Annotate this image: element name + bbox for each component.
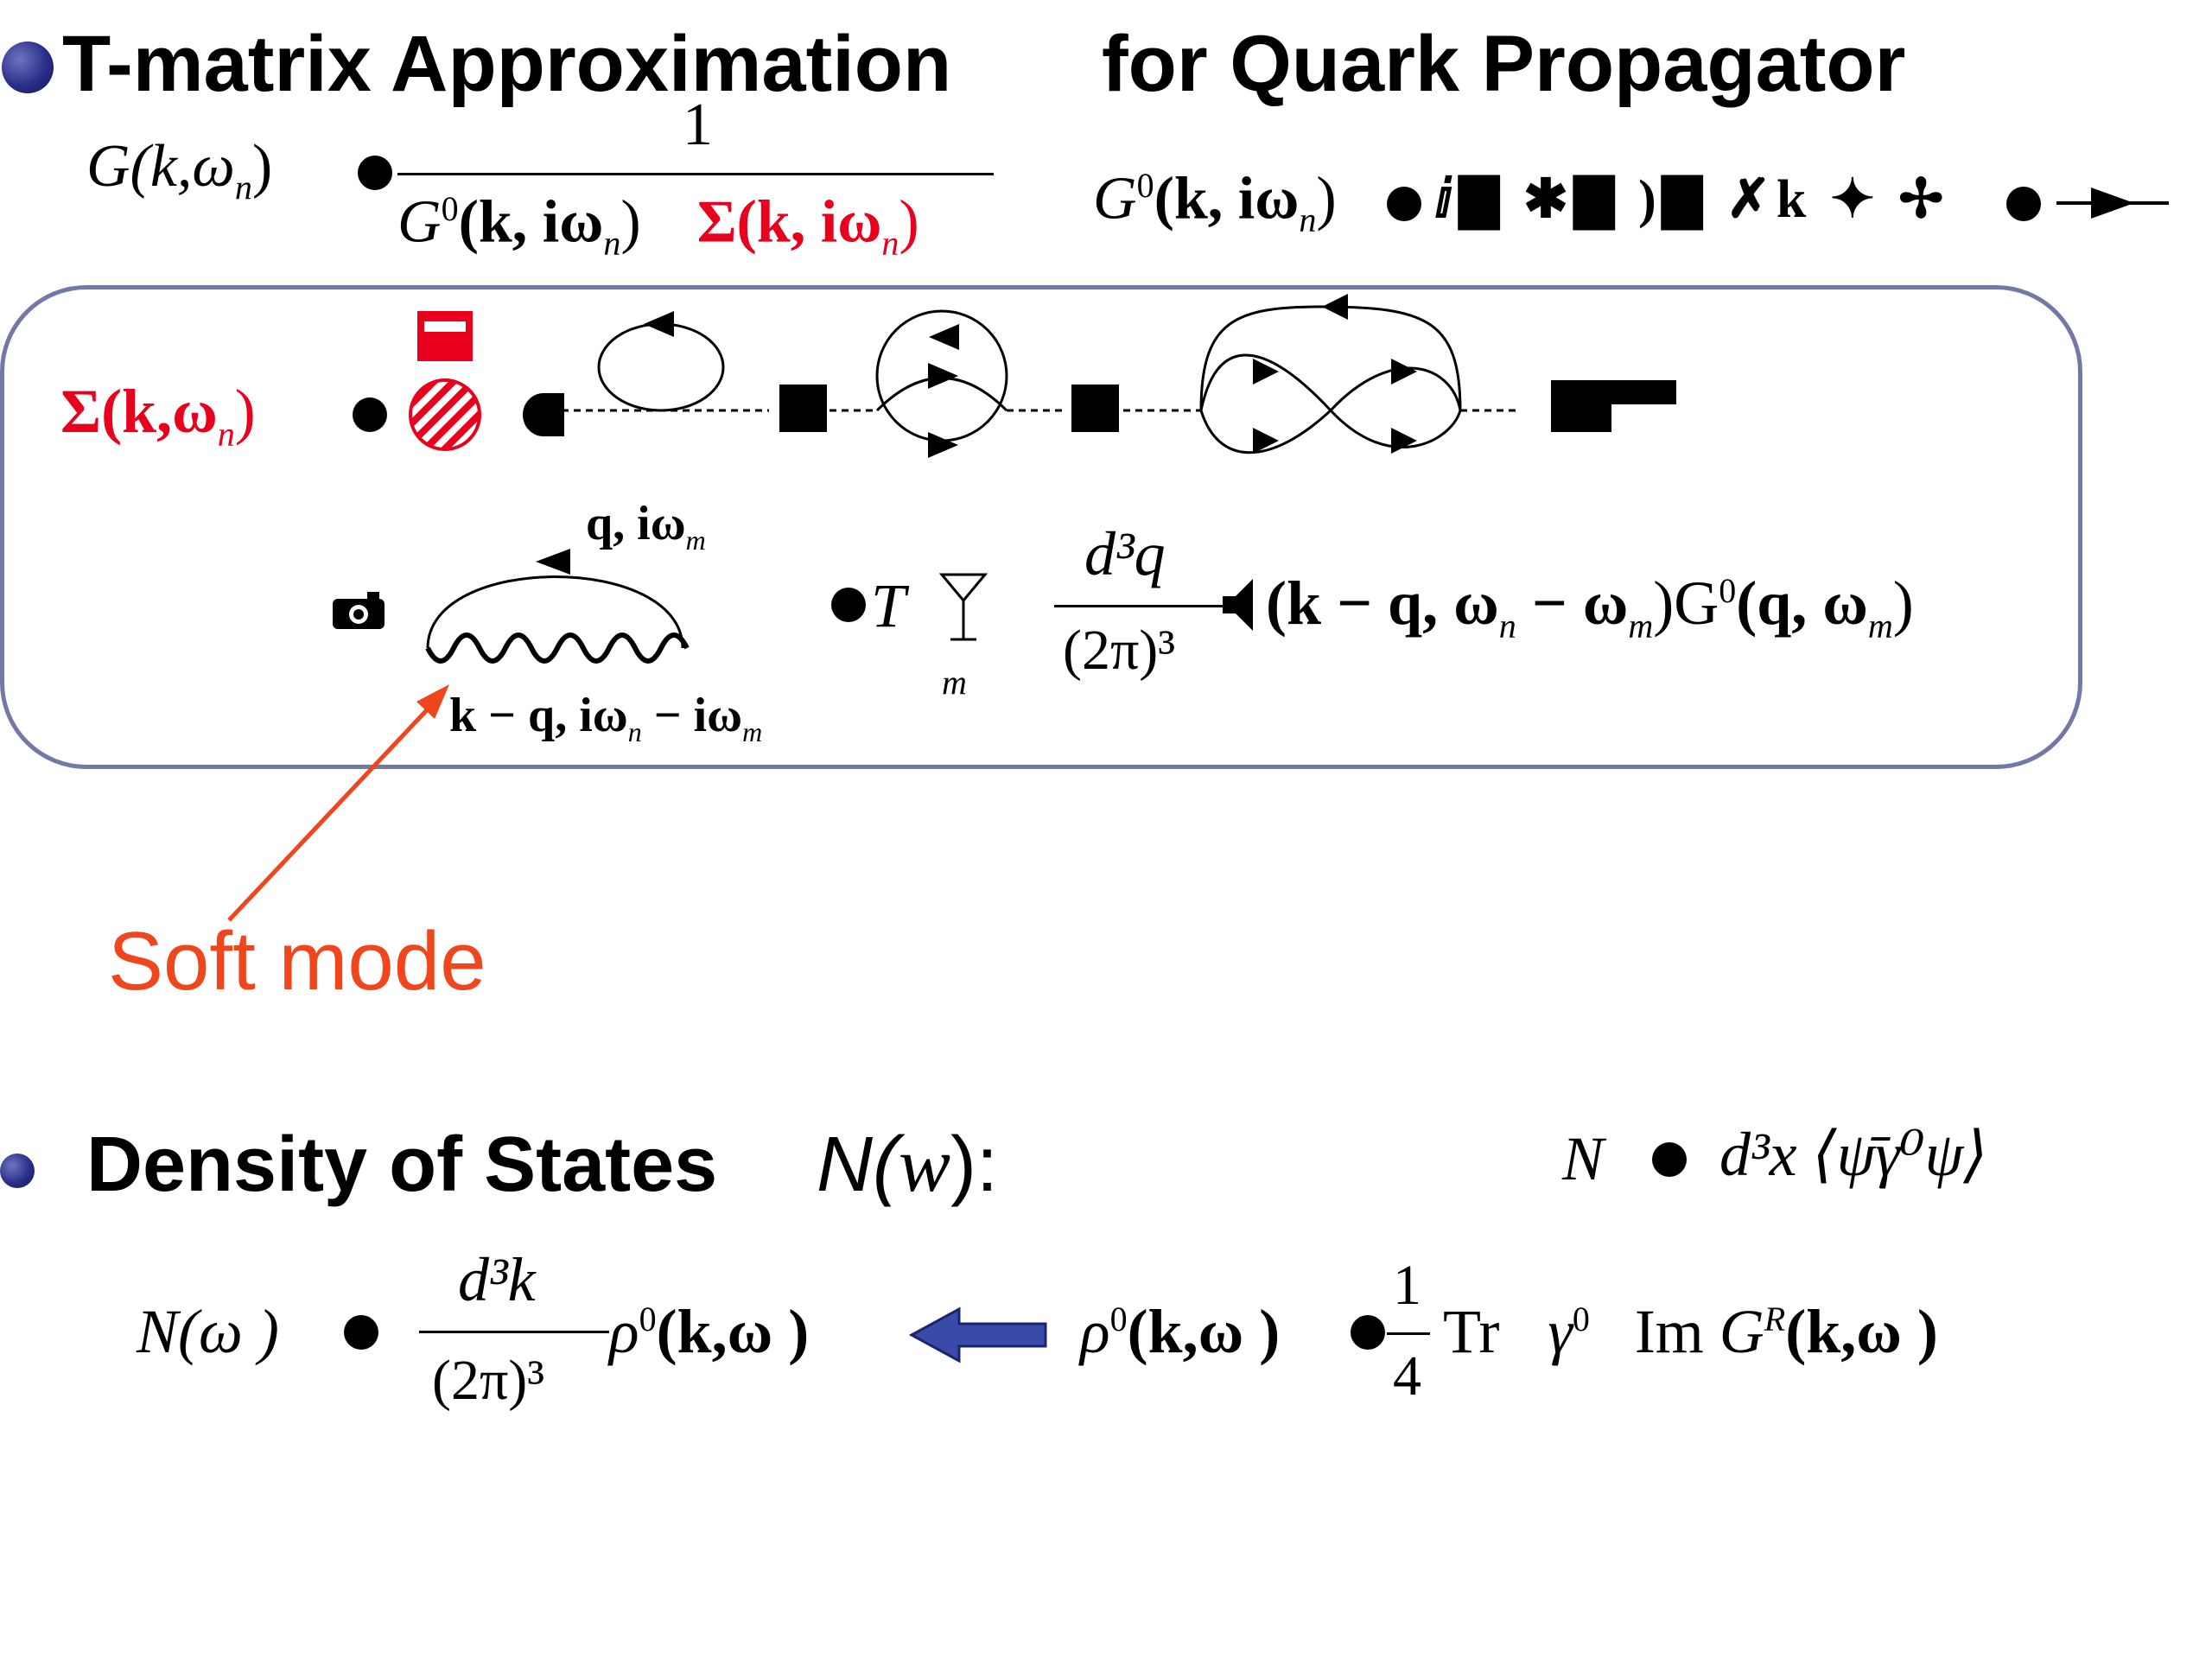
title-part2: for Quark Propagator — [1102, 20, 1906, 108]
dos-heading: Density of States — [86, 1122, 718, 1208]
loop-label-bottom: k − q, iωn − iωm — [449, 689, 763, 748]
self-energy-blob-icon — [409, 311, 481, 451]
title-bullet — [2, 41, 54, 93]
title-part1: T-matrix Approximation — [62, 20, 952, 108]
dos-right-expr: d³x ⟨ψ̄γ⁰ψ⟩ — [1719, 1120, 1988, 1189]
feynman-diagram-series — [562, 294, 1676, 458]
eq-top-lhs: G(k,ωn) — [86, 133, 273, 207]
dos-eq-numer: d³k — [458, 1245, 536, 1314]
arrow-icon — [2056, 188, 2169, 219]
dos-rhs-fraction-line — [1387, 1332, 1430, 1335]
eq-top-numer: 1 — [683, 92, 713, 158]
dos-eq-lhs: N(ω ) — [137, 1297, 279, 1366]
dos-rhs-rho: ρ0(k,ω ) — [1080, 1297, 1281, 1366]
equals-dot-dos-rhs — [1351, 1315, 1385, 1350]
speaker-icon — [1223, 579, 1253, 631]
equals-dot-dos-right — [1652, 1142, 1687, 1177]
dos-eq-fraction-line — [419, 1331, 609, 1333]
eq-top-fraction-line — [397, 173, 994, 175]
panel-expr: (k − q, ωn − ωm)G0(q, ωm) — [1266, 569, 1914, 645]
dos-heading-func: N(w): — [817, 1122, 998, 1208]
dos-bullet — [0, 1154, 35, 1188]
dos-rhs-tail: Tr γ0 Im GR(k,ω ) — [1443, 1297, 1938, 1366]
equals-dot-rhs2 — [2006, 187, 2041, 221]
integral-denom: (2π)³ — [1063, 619, 1176, 682]
vertex-dot — [523, 393, 564, 436]
sum-icon — [938, 573, 988, 641]
equals-dot-panel — [353, 397, 387, 432]
dos-rhs-frac-denom: 4 — [1393, 1344, 1421, 1408]
equals-dot-dos — [344, 1315, 378, 1350]
self-energy-panel — [0, 285, 2082, 769]
eq-top-denom: G0(k, iωn) Σ(k, iωn) — [397, 188, 919, 263]
dos-right-N: N — [1562, 1124, 1605, 1193]
dos-rhs-frac-numer: 1 — [1393, 1254, 1421, 1317]
equals-dot-rhs — [1387, 187, 1421, 221]
implication-arrow-icon — [908, 1306, 1047, 1363]
eq-top-rhs: G0(k, iωn) — [1093, 165, 1337, 239]
integral-fraction-line — [1054, 605, 1227, 607]
equals-dot-row2 — [831, 588, 866, 622]
sum-sub: m — [942, 663, 967, 702]
camera-icon — [333, 592, 385, 629]
soft-mode-label: Soft mode — [108, 915, 486, 1007]
loop-label-top: q, iωm — [586, 497, 706, 556]
eq-T: T — [871, 571, 906, 640]
panel-sigma-lhs: Σ(k,ωn) — [60, 377, 256, 454]
integral-numer: d³q — [1084, 519, 1166, 588]
dos-eq-denom: (2π)³ — [432, 1349, 545, 1412]
equals-dot — [358, 156, 392, 190]
soft-mode-loop-diagram — [425, 549, 690, 664]
eq-top-rhs-garbled: ⅈ▇ ✱▇ )▇ ✗k ✦ ✢ — [1434, 170, 1949, 229]
dos-eq-rho: ρ0(k,ω ) — [609, 1297, 810, 1366]
